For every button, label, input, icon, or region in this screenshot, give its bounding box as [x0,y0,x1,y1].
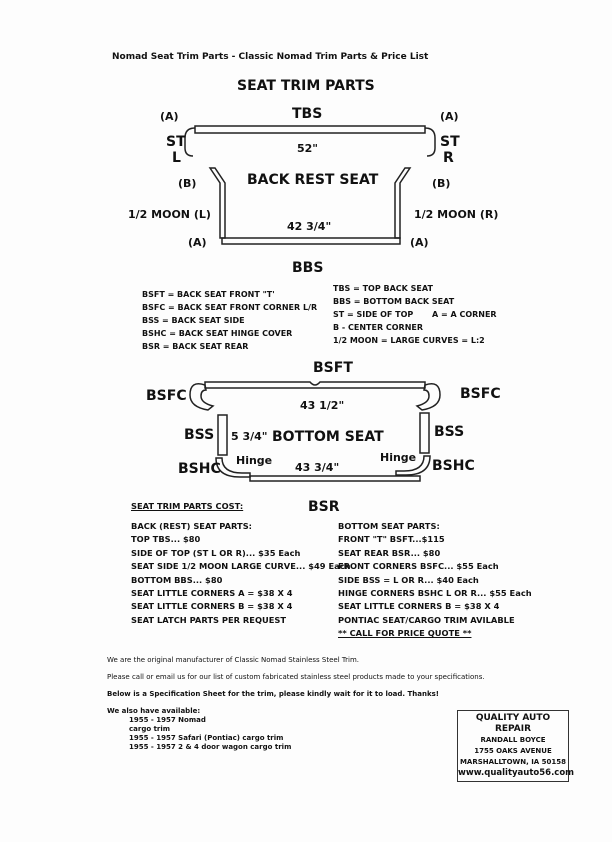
moon-right-label: 1/2 MOON (R) [414,208,499,221]
moon-left-shape [208,167,226,239]
bbs-label: BBS [292,260,324,276]
legend-item: 1/2 MOON = LARGE CURVES = L:2 [333,336,485,345]
city: MARSHALLTOWN, IA 50158 [459,758,567,766]
top-dimension: 52" [297,142,319,155]
bsfc-left-label: BSFC [146,388,187,404]
also-item: 1955 - 1957 2 & 4 door wagon cargo trim [129,743,292,751]
legend-right: TBS = TOP BACK SEAT BBS = BOTTOM BACK SE… [333,282,485,347]
bsft-label: BSFT [313,360,353,376]
bottom-seat-label: BOTTOM SEAT [272,429,384,445]
cost-item: SEAT SIDE 1/2 MOON LARGE CURVE... $49 Ea… [131,561,351,572]
tbs-bar [194,125,426,134]
call-for-quote: ** CALL FOR PRICE QUOTE ** [338,628,472,639]
st-r-label: R [443,150,454,166]
info-line: Please call or email us for our list of … [107,673,485,681]
address: 1755 OAKS AVENUE [474,747,552,755]
legend-item: ST = SIDE OF TOP [333,310,414,319]
legend-left: BSFT = BACK SEAT FRONT "T' BSFC = BACK S… [142,288,317,353]
b-corner-label: (B) [432,177,451,190]
bss-right-label: BSS [434,424,465,440]
legend-item: BSR = BACK SEAT REAR [142,342,249,351]
bshc-right-label: BSHC [432,458,475,474]
a-corner-label: (A) [188,236,207,249]
also-item: cargo trim [129,725,171,733]
bss-left-box [217,414,228,456]
side-dimension: 5 3/4" [231,430,268,443]
cost-item: SEAT LITTLE CORNERS B = $38 X 4 [338,601,500,612]
cost-item: SEAT REAR BSR... $80 [338,547,441,558]
cost-item: SEAT LITTLE CORNERS A = $38 X 4 [131,588,293,599]
st-right-shape [424,127,436,157]
info-line: Below is a Specification Sheet for the t… [107,690,439,698]
cost-item: HINGE CORNERS BSHC L OR R... $55 Each [338,588,532,599]
also-available: We also have available: 1955 - 1957 Noma… [107,707,291,752]
document-title: Nomad Seat Trim Parts - Classic Nomad Tr… [112,52,429,62]
legend-item: A = A CORNER [432,310,497,319]
cost-item: FRONT CORNERS BSFC... $55 Each [338,561,499,572]
legend-item: BSS = BACK SEAT SIDE [142,316,245,325]
moon-right-shape [394,167,412,239]
also-item: 1955 - 1957 Nomad [129,716,206,724]
cost-item: SIDE OF TOP (ST L OR R)... $35 Each [131,547,301,558]
back-rest-seat-label: BACK REST SEAT [247,172,379,188]
bsr-label: BSR [308,499,340,515]
legend-item: BBS = BOTTOM BACK SEAT [333,297,455,306]
cost-item: TOP TBS... $80 [131,534,201,545]
bottom-dimension: 42 3/4" [287,220,332,233]
cost-item: SIDE BSS = L OR R... $40 Each [338,574,479,585]
legend-item: TBS = TOP BACK SEAT [333,284,433,293]
legend-item: BSFT = BACK SEAT FRONT "T' [142,290,275,299]
contact-person: RANDALL BOYCE [480,736,546,744]
legend-item: BSHC = BACK SEAT HINGE COVER [142,329,293,338]
cost-heading: SEAT TRIM PARTS COST: [131,501,244,511]
bsfc-right-shape [415,383,441,411]
cost-item: FRONT "T" BSFT...$115 [338,534,445,545]
bsfc-left-shape [189,383,215,411]
legend-item: B - CENTER CORNER [333,323,424,332]
st-label: ST [440,134,460,150]
cost-item: BOTTOM BBS... $80 [131,574,223,585]
st-left-shape [184,127,196,157]
cost-item: BACK (REST) SEAT PARTS: [131,521,252,531]
a-corner-label: (A) [440,110,459,123]
bss-right-box [419,412,430,454]
hinge-right-label: Hinge [380,451,417,464]
tbs-label: TBS [292,106,323,122]
hinge-left-label: Hinge [236,454,273,467]
a-corner-label: (A) [410,236,429,249]
a-corner-label: (A) [160,110,179,123]
cost-item: SEAT LATCH PARTS PER REQUEST [131,614,287,625]
also-item: 1955 - 1957 Safari (Pontiac) cargo trim [129,734,284,742]
cost-item: BOTTOM SEAT PARTS: [338,521,440,531]
also-heading: We also have available: [107,707,201,715]
bsft-bar [204,381,426,389]
bshc-left-label: BSHC [178,461,221,477]
bsr-bar [249,475,421,482]
bottom-dimension: 43 3/4" [295,461,340,474]
cost-item: PONTIAC SEAT/CARGO TRIM AVILABLE [338,614,515,625]
bsfc-right-label: BSFC [460,386,501,402]
bshc-right-shape [395,455,431,476]
cost-item: SEAT LITTLE CORNERS B = $38 X 4 [131,601,293,612]
bbs-bar [221,237,401,245]
bottom-seat-costs: BOTTOM SEAT PARTS: FRONT "T" BSFT...$115… [338,520,532,641]
moon-left-label: 1/2 MOON (L) [128,208,211,221]
top-dimension: 43 1/2" [300,399,345,412]
info-line: We are the original manufacturer of Clas… [107,656,360,664]
b-corner-label: (B) [178,177,197,190]
website-link[interactable]: www.qualityauto56.com [458,768,575,778]
back-seat-costs: BACK (REST) SEAT PARTS: TOP TBS... $80 S… [131,520,351,627]
bss-left-label: BSS [184,427,215,443]
section-title: SEAT TRIM PARTS [237,78,375,94]
business-card: QUALITY AUTO REPAIR RANDALL BOYCE 1755 O… [457,710,575,782]
st-l-label: L [172,150,181,166]
business-name: QUALITY AUTO REPAIR [475,713,551,734]
st-label: ST [166,134,186,150]
legend-item: BSFC = BACK SEAT FRONT CORNER L/R [142,303,318,312]
